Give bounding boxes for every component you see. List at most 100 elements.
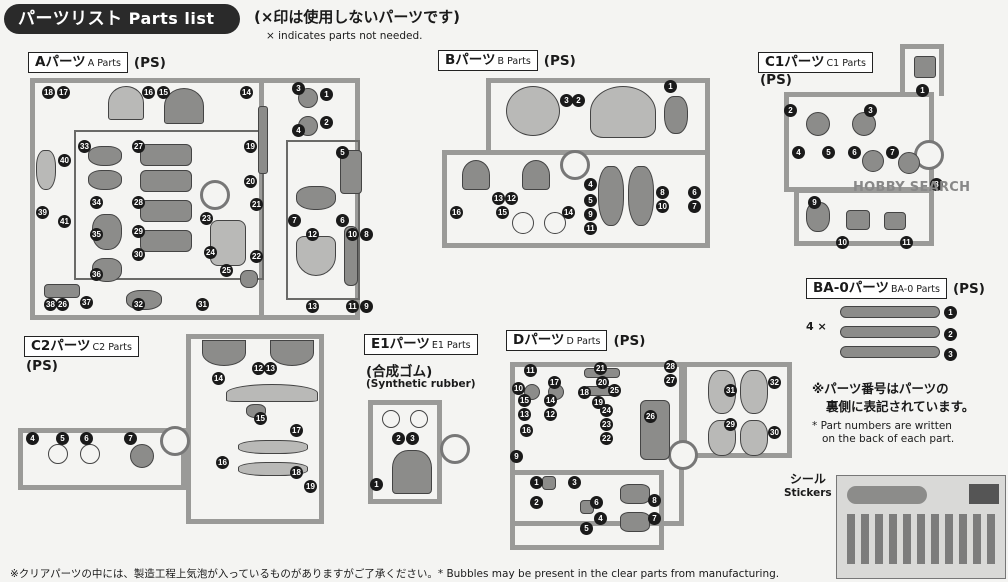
part-num-ba0-2: 3 [944,348,957,361]
part-c2-cup-2 [270,340,314,366]
part-num-d23: 23 [600,418,613,431]
part-e1-skirt [392,450,432,494]
sprue-d-frame-bottom [510,470,664,550]
part-num-a15: 15 [157,86,170,99]
part-c2-arc [226,384,318,402]
part-num-b5: 5 [584,194,597,207]
part-num-d1: 1 [530,476,543,489]
section-d-material: (PS) [613,332,646,349]
part-num-a23: 23 [200,212,213,225]
part-num-d26: 26 [644,410,657,423]
part-num-d10: 10 [512,382,525,395]
part-a-bit [240,270,258,288]
part-num-a3: 3 [292,82,305,95]
part-num-a8: 8 [360,228,373,241]
part-a-small-1 [88,146,122,166]
sprue-c2-frame-right [186,334,324,524]
part-a-skirt [296,236,336,276]
part-num-d8: 8 [648,494,661,507]
part-ba0-bar-2 [840,326,940,338]
part-num-b3: 3 [560,94,573,107]
part-ba0-bar-3 [840,346,940,358]
section-a-material: (PS) [133,54,166,71]
unused-parts-note: (×印は使用しないパーツです) [254,8,460,26]
part-num-c2-4: 4 [26,432,39,445]
part-num-ba0-1: 1 [944,306,957,319]
part-num-b8: 8 [656,186,669,199]
part-a-legs [344,226,358,286]
part-num-a20: 20 [244,175,257,188]
part-num-a9: 9 [360,300,373,313]
part-a-long-2 [140,170,192,192]
part-c1-gear-1 [806,112,830,136]
footer-note: ※クリアパーツの中には、製造工程上気泡が入っているものがありますがご了承ください… [10,568,780,580]
part-num-b10: 10 [656,200,669,213]
part-num-c1-2: 2 [784,104,797,117]
part-num-a17: 17 [57,86,70,99]
part-num-b12: 12 [505,192,518,205]
part-ba0-bar-1 [840,306,940,318]
part-num-c1-1: 1 [916,84,929,97]
part-num-c2-13: 13 [264,362,277,375]
part-num-a19: 19 [244,140,257,153]
part-c1-disc-2 [898,152,920,174]
part-num-d4: 4 [594,512,607,525]
part-a-long-1 [140,144,192,166]
part-num-c2-19: 19 [304,480,317,493]
part-num-b13: 13 [492,192,505,205]
part-num-a14: 14 [240,86,253,99]
part-num-a39: 39 [36,206,49,219]
part-num-d32: 32 [768,376,781,389]
part-num-c1-10: 10 [836,236,849,249]
part-num-d31: 31 [724,384,737,397]
part-num-a22: 22 [250,250,263,263]
part-b-head [506,86,560,136]
part-d-hand-1 [620,484,650,504]
part-num-a31: 31 [196,298,209,311]
part-num-a2: 2 [320,116,333,129]
section-c1-material: (PS) [760,72,792,88]
part-c2-ring-2 [80,444,100,464]
title-jp: パーツリスト [18,9,123,29]
part-b-ring [590,86,656,138]
sticker-sheet [836,475,1006,579]
sprue-c1-frame [784,92,934,192]
part-num-a30: 30 [132,248,145,261]
part-num-d22: 22 [600,432,613,445]
sprue-a-inner-right [286,140,360,300]
part-num-b4: 4 [584,178,597,191]
sprue-e1-gate [440,434,470,464]
part-num-c2-6: 6 [80,432,93,445]
part-num-b11: 11 [584,222,597,235]
part-num-a16: 16 [142,86,155,99]
part-c1-disc [862,150,884,172]
part-num-a27: 27 [132,140,145,153]
sticker-eyes-grid [847,514,997,564]
part-num-d3: 3 [568,476,581,489]
part-c2-ribbon-1 [238,440,308,454]
part-num-a41: 41 [58,215,71,228]
part-num-d6: 6 [590,496,603,509]
sprue-a-gate [200,180,230,210]
part-num-a35: 35 [90,228,103,241]
part-e1-ring-1 [382,410,400,428]
part-num-a18: 18 [42,86,55,99]
part-a-dome [164,88,204,124]
part-num-a7: 7 [288,214,301,227]
part-num-d25: 25 [608,384,621,397]
part-num-b1: 1 [664,80,677,93]
part-num-c1-8: 8 [930,178,943,191]
part-num-d2: 2 [530,496,543,509]
part-num-d24: 24 [600,404,613,417]
part-a-ring [108,86,144,120]
part-b-wing-1 [598,166,624,226]
part-num-e1-2: 2 [392,432,405,445]
sprue-c1-frame-top [900,44,944,96]
section-e1-material-en: (Synthetic rubber) [366,378,476,390]
part-num-a10: 10 [346,228,359,241]
part-num-d28: 28 [664,360,677,373]
